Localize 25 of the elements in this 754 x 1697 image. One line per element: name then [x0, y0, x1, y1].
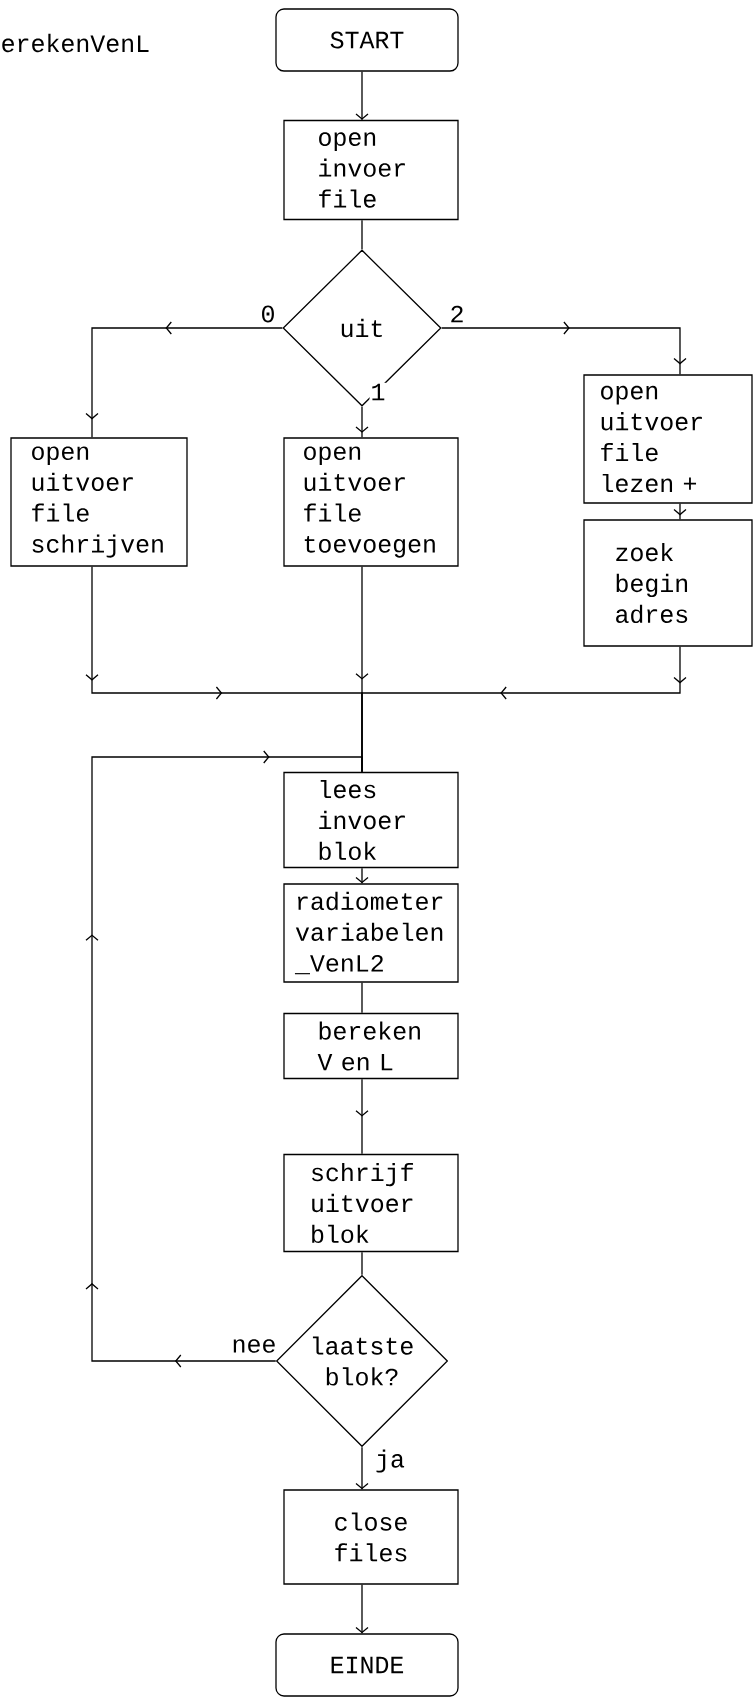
process-box: open uitvoer file toevoegen	[283, 437, 459, 567]
process-box: zoek begin adres	[583, 519, 753, 647]
process-box: radiometer variabelen _VenL2	[283, 883, 459, 983]
process-box: open uitvoer file lezen +	[583, 374, 753, 504]
arrow	[355, 1446, 369, 1490]
terminal-box: EINDE	[275, 1633, 459, 1697]
diagram-label: erekenVenL	[2, 33, 149, 53]
process-box: close files	[283, 1489, 459, 1585]
arrow	[355, 71, 369, 121]
edge-label: 0	[259, 304, 277, 324]
process-box: bereken V en L	[283, 1012, 459, 1080]
arrow	[355, 867, 369, 884]
connector-line	[361, 1251, 363, 1276]
process-box: lees invoer blok	[283, 771, 459, 869]
terminal-box: START	[275, 8, 459, 72]
edge-label: 1	[369, 382, 387, 402]
connector-line	[361, 219, 363, 250]
arrow	[355, 1584, 369, 1634]
edge-label: ja	[374, 1448, 406, 1474]
process-box: open uitvoer file schrijven	[10, 437, 188, 567]
edge-label: nee	[230, 1338, 278, 1354]
edge-label: 2	[448, 304, 466, 324]
process-box: schrijf uitvoer blok	[283, 1153, 459, 1253]
process-box: open invoer file	[283, 119, 459, 221]
connector-line	[361, 982, 363, 1014]
